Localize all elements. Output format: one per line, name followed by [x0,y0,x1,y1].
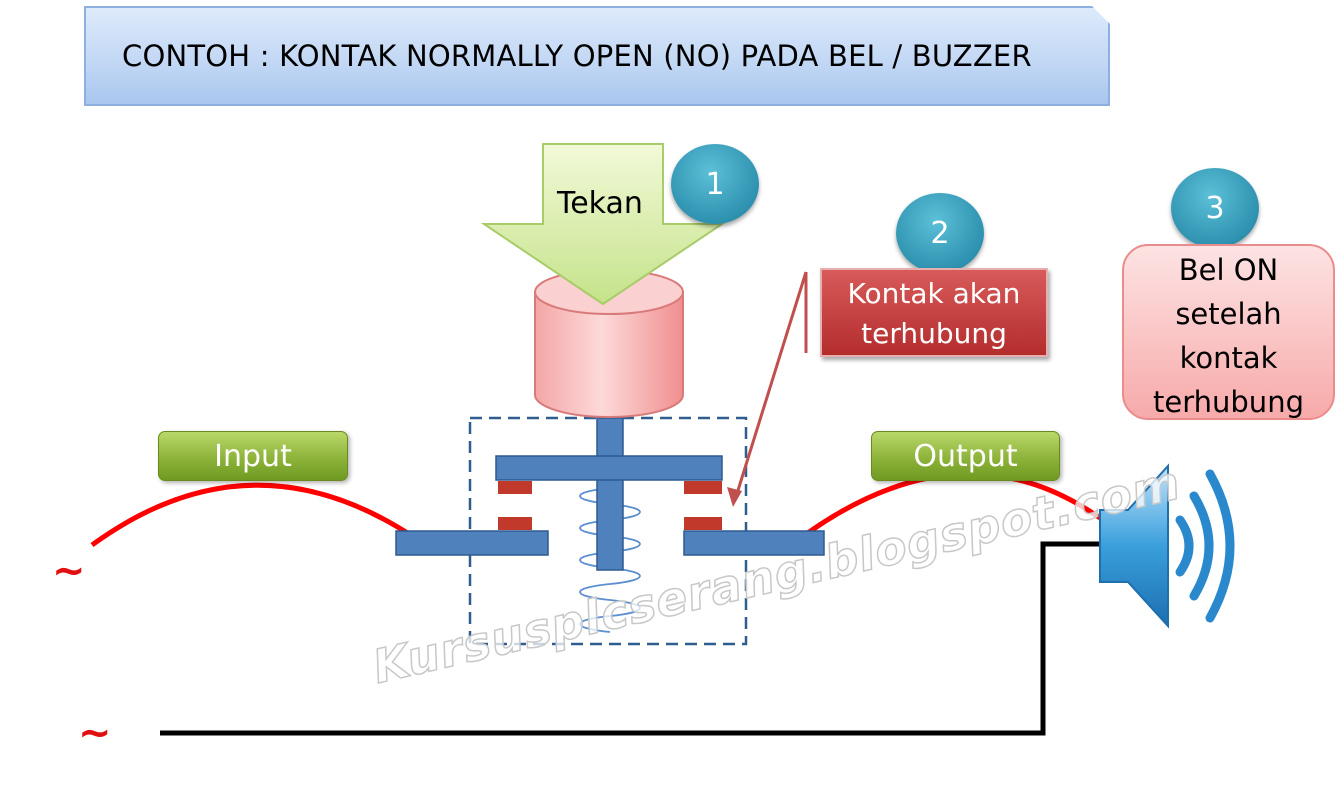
step-3-line: kontak [1179,341,1278,375]
speaker-icon [1099,463,1235,629]
step-3-callout: Bel ON setelah kontak terhubung [1122,244,1335,420]
spring-icon [579,487,641,633]
output-label: Output [871,431,1060,481]
pointer-line [733,271,808,501]
step-3-line: terhubung [1153,385,1304,419]
fixed-contact-right [683,530,825,556]
pointer-arrowhead [727,487,742,507]
movable-contact-bar [495,455,723,481]
input-wire [90,482,414,548]
step-2-badge: 2 [896,193,984,273]
down-arrow-icon [480,143,726,306]
step-3-badge: 3 [1171,168,1259,248]
title-banner: CONTOH : KONTAK NORMALLY OPEN (NO) PADA … [84,6,1110,106]
contact-tip [684,481,722,494]
step-1-badge: 1 [671,144,759,224]
contact-tip [684,517,722,530]
step-2-line: terhubung [861,317,1007,350]
neutral-wire [160,541,1104,736]
ac-symbol-neutral: ~ [78,710,112,756]
step-3-line: setelah [1175,297,1282,331]
stem [596,417,624,571]
ac-symbol-live: ~ [52,548,86,594]
input-label: Input [158,431,348,481]
fixed-contact-left [395,530,549,556]
step-2-line: Kontak akan [847,277,1021,310]
step-2-callout: Kontak akan terhubung [820,268,1048,357]
contact-tip [498,517,532,530]
title-text: CONTOH : KONTAK NORMALLY OPEN (NO) PADA … [122,39,1032,73]
step-1-label: Tekan [557,186,643,221]
step-3-line: Bel ON [1178,253,1279,287]
contact-tip [498,481,532,494]
